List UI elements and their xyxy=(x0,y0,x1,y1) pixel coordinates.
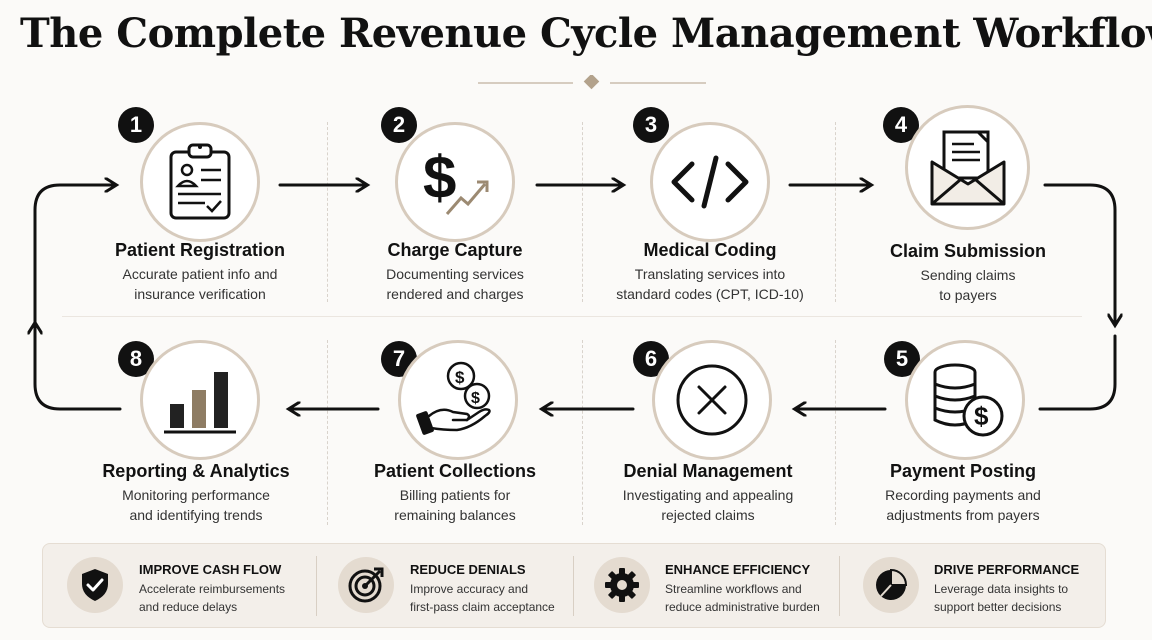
svg-text:$: $ xyxy=(974,401,989,431)
step-number-6: 6 xyxy=(633,341,669,377)
target-icon xyxy=(348,567,384,603)
arrow-4-5 xyxy=(1043,183,1115,324)
step-number-1: 1 xyxy=(118,107,154,143)
hand-coins-icon: $ $ xyxy=(416,361,491,435)
step-number-2: 2 xyxy=(381,107,417,143)
step-title-7: Patient Collections xyxy=(373,461,537,481)
step-circle-4 xyxy=(905,105,1030,230)
shield-check-icon xyxy=(82,569,108,601)
arrow-8-1-upper xyxy=(33,185,115,338)
title-divider xyxy=(478,75,706,90)
step-title-6: Denial Management xyxy=(623,461,793,481)
step-circle-2: $ xyxy=(395,122,515,242)
column-divider xyxy=(327,122,328,302)
bar-chart-icon xyxy=(164,372,236,434)
benefits-panel: IMPROVE CASH FLOW Accelerate reimburseme… xyxy=(42,543,1106,628)
svg-text:$: $ xyxy=(423,144,456,211)
benefit-icon-1 xyxy=(67,557,123,613)
benefit-icon-2 xyxy=(338,557,394,613)
pie-chart-icon xyxy=(876,568,908,600)
step-title-8: Reporting & Analytics xyxy=(102,461,290,481)
step-circle-8 xyxy=(140,340,260,460)
column-divider xyxy=(582,340,583,525)
benefit-icon-4 xyxy=(863,557,919,613)
benefit-divider xyxy=(573,556,574,616)
clipboard-patient-icon xyxy=(169,143,231,220)
arrow-8-1 xyxy=(35,324,122,411)
column-divider xyxy=(327,340,328,525)
page-title: The Complete Revenue Cycle Management Wo… xyxy=(20,10,1152,57)
step-title-4: Claim Submission xyxy=(889,241,1047,261)
svg-text:$: $ xyxy=(455,368,465,387)
row-divider xyxy=(62,316,1082,317)
dollar-trend-icon: $ xyxy=(423,144,489,215)
step-title-1: Patient Registration xyxy=(114,240,286,260)
benefit-icon-3 xyxy=(594,557,650,613)
code-brackets-icon xyxy=(671,155,749,209)
column-divider xyxy=(582,122,583,302)
benefit-title-2: REDUCE DENIALS xyxy=(410,562,526,577)
step-circle-1 xyxy=(140,122,260,242)
envelope-document-icon xyxy=(930,130,1005,205)
benefit-divider xyxy=(316,556,317,616)
arrow-5-6 xyxy=(1038,334,1117,411)
benefit-divider xyxy=(839,556,840,616)
column-divider xyxy=(835,340,836,525)
step-circle-7: $ $ xyxy=(398,340,518,460)
benefit-title-4: DRIVE PERFORMANCE xyxy=(934,562,1080,577)
step-title-5: Payment Posting xyxy=(889,461,1037,481)
step-circle-3 xyxy=(650,122,770,242)
step-title-3: Medical Coding xyxy=(643,240,777,260)
x-circle-icon xyxy=(676,364,748,436)
gear-icon xyxy=(605,568,639,602)
step-circle-6 xyxy=(652,340,772,460)
benefit-title-3: ENHANCE EFFICIENCY xyxy=(665,562,811,577)
step-circle-5: $ xyxy=(905,340,1025,460)
step-title-2: Charge Capture xyxy=(387,240,523,260)
column-divider xyxy=(835,122,836,302)
svg-text:$: $ xyxy=(471,390,480,407)
coin-stack-icon: $ xyxy=(933,363,1004,437)
benefit-title-1: IMPROVE CASH FLOW xyxy=(139,562,282,577)
step-number-3: 3 xyxy=(633,107,669,143)
